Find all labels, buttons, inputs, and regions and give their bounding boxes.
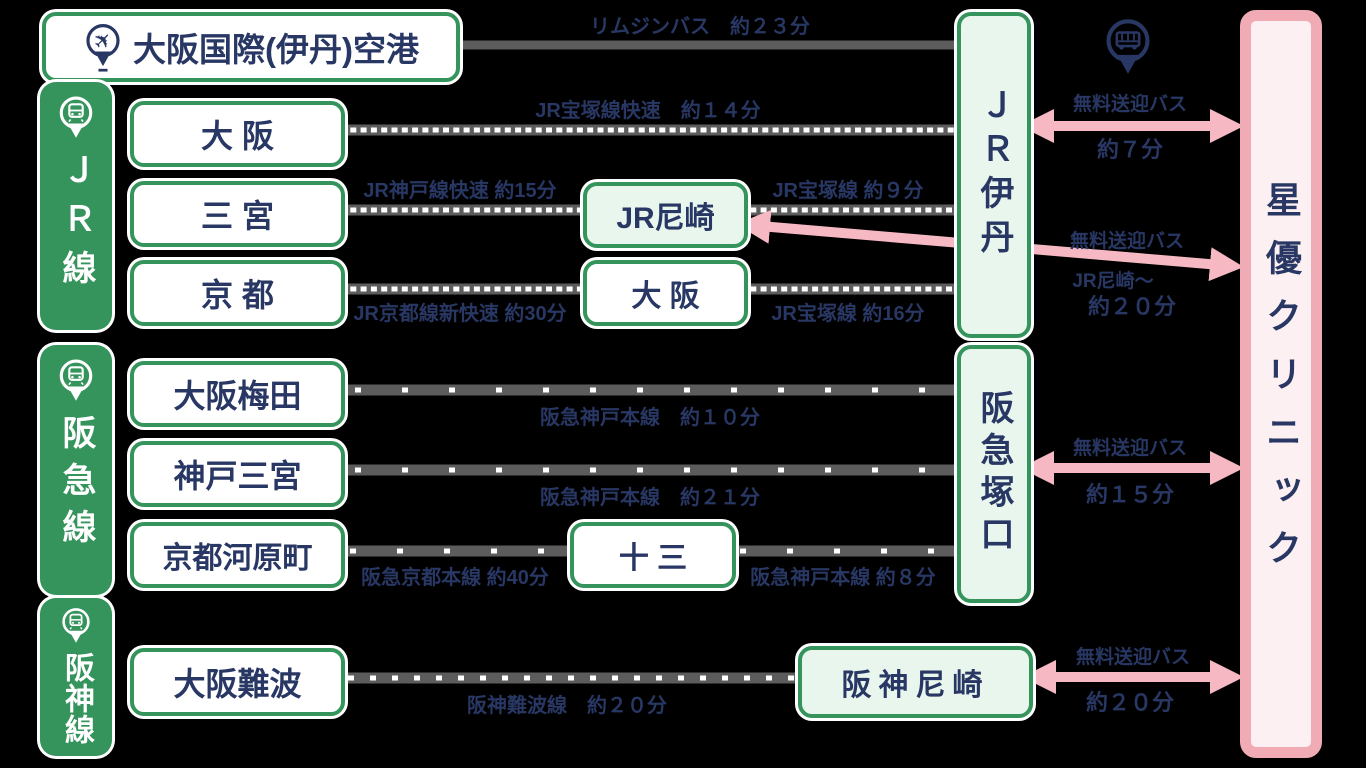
station-box-hankyu-sannomiya: 神戸三宮: [130, 441, 345, 507]
station-label: 京都河原町: [162, 542, 313, 575]
route-label-hankyu-kobe-10: 阪急神戸本線 約１０分: [540, 407, 760, 429]
station-box-hanshin-namba: 大阪難波: [130, 648, 345, 716]
route-label-hankyu-kyoto-40: 阪急京都本線 約40分: [361, 567, 549, 589]
route-label-hankyu-kobe-21: 阪急神戸本線 約２１分: [540, 487, 760, 509]
station-label: 大 阪: [201, 118, 274, 154]
shuttle-jr-amagasaki-label: 無料送迎バス: [1069, 231, 1185, 252]
station-label: 十 三: [618, 542, 688, 575]
airport-name: 大阪国際(伊丹)空港: [133, 31, 419, 68]
station-label: 三 宮: [201, 198, 274, 234]
bus-pin-icon: [1099, 16, 1157, 82]
station-label: 大阪難波: [173, 666, 302, 702]
shuttle-hanshin-label: 無料送迎バス: [1075, 647, 1191, 668]
station-label: 神戸三宮: [173, 458, 302, 494]
shuttle-jr-amagasaki-time: 約２０分: [1087, 294, 1177, 319]
route-label-jr-kyoto-shinkaisoku: JR京都線新快速 約30分: [353, 303, 567, 325]
station-box-hanshin-amagasaki: 阪神尼崎: [798, 646, 1033, 718]
sidebar-hanshin-line: 阪神線: [40, 598, 112, 756]
route-label-jr-takarazuka-16: JR宝塚線 約16分: [771, 303, 925, 325]
sidebar-hanshin-label: 阪神線: [60, 652, 93, 745]
station-box-jr-osaka-mid: 大 阪: [583, 260, 748, 326]
station-box-hankyu-juso: 十 三: [570, 522, 736, 588]
shuttle-itami-label: 無料送迎バス: [1072, 94, 1188, 115]
train-pin-icon: [56, 357, 96, 407]
station-label: 京 都: [201, 277, 274, 313]
sidebar-hankyu-line: 阪急線: [40, 345, 112, 595]
station-label: 大 阪: [631, 280, 700, 313]
shuttle-tsukaguchi-label: 無料送迎バス: [1072, 438, 1188, 459]
shuttle-itami-time: 約７分: [1096, 137, 1164, 162]
sidebar-hankyu-label: 阪急線: [57, 415, 95, 556]
station-box-hankyu-tsukaguchi: 阪急塚口: [957, 345, 1031, 603]
clinic-box: 星優クリニック: [1240, 10, 1322, 758]
station-label: 阪神尼崎: [841, 669, 990, 702]
station-label: 阪急塚口: [975, 390, 1013, 558]
route-label-jr-takarazuka-rapid: JR宝塚線快速 約１４分: [535, 100, 761, 122]
station-box-hankyu-kawaramachi: 京都河原町: [130, 522, 345, 588]
station-label: 大阪梅田: [173, 378, 302, 414]
sidebar-jr-label: ＪＲ線: [57, 152, 95, 299]
station-box-jr-itami: ＪＲ伊丹: [957, 12, 1031, 338]
hankyu-rail-lines: [337, 384, 957, 557]
train-pin-icon: [59, 606, 93, 648]
airplane-pin-icon: [83, 21, 123, 73]
route-label-hankyu-kobe-8: 阪急神戸本線 約８分: [750, 567, 936, 589]
airport-box: 大阪国際(伊丹)空港: [42, 12, 460, 82]
station-label: ＪＲ伊丹: [975, 87, 1013, 263]
clinic-name: 星優クリニック: [1261, 181, 1302, 587]
route-label-jr-takarazuka-9: JR宝塚線 約９分: [772, 180, 924, 202]
route-label-limousine: リムジンバス 約２３分: [590, 16, 810, 38]
route-label-hanshin-namba: 阪神難波線 約２０分: [467, 695, 667, 717]
shuttle-hanshin-time: 約２０分: [1085, 690, 1175, 715]
sidebar-jr-line: ＪＲ線: [40, 82, 112, 330]
station-box-jr-sannomiya: 三 宮: [130, 181, 345, 247]
station-box-hankyu-umeda: 大阪梅田: [130, 361, 345, 427]
shuttle-tsukaguchi-time: 約１５分: [1085, 482, 1175, 507]
station-label: JR尼崎: [616, 202, 715, 235]
station-box-jr-osaka: 大 阪: [130, 101, 345, 167]
station-box-jr-kyoto: 京 都: [130, 260, 345, 326]
station-box-jr-amagasaki: JR尼崎: [583, 182, 748, 248]
train-pin-icon: [56, 94, 96, 144]
route-label-jr-kobe-rapid: JR神戸線快速 約15分: [363, 180, 557, 202]
